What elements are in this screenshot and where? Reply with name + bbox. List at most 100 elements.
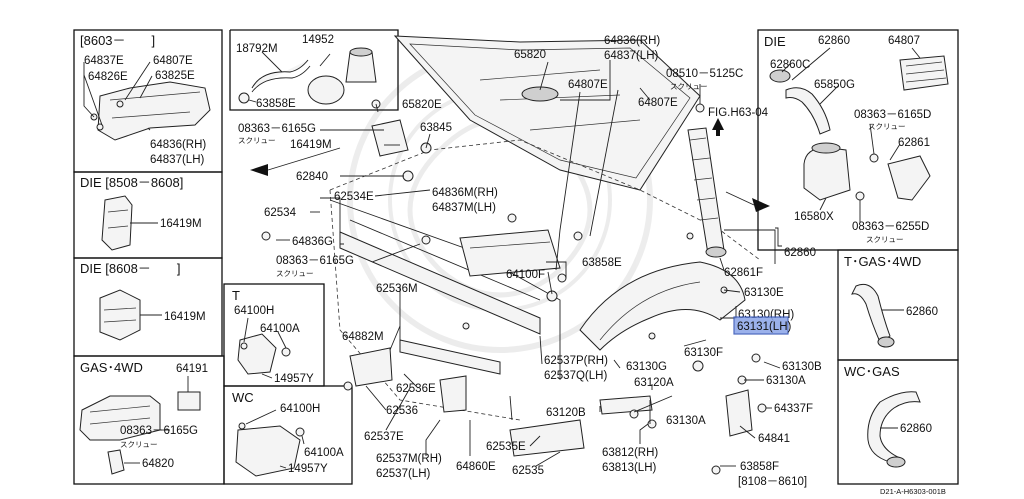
callout: 64337F xyxy=(774,403,813,415)
leader-lines xyxy=(276,60,782,467)
callout: 64807E xyxy=(153,55,193,67)
callout: 16419M xyxy=(290,139,332,151)
panel-die-right: DIE 62860 62860C 65850G 64807 08363－6165… xyxy=(757,29,959,251)
callout: 64837E xyxy=(84,55,124,67)
callout: 62860 xyxy=(818,35,850,47)
callout: 64100A xyxy=(260,323,300,335)
callout: 62860 xyxy=(906,306,938,318)
callout: 64807E xyxy=(568,79,608,91)
callout: 65820E xyxy=(402,99,442,111)
callout: 18792M xyxy=(236,43,278,55)
main-callouts: 65820E 08363－6165G スクリュー 16419M 63845 62… xyxy=(238,35,822,488)
callout: 62537(LH) xyxy=(376,468,431,480)
callout-highlighted[interactable]: 63131(LH) xyxy=(737,321,792,333)
callout: 64836(RH) xyxy=(150,139,206,151)
callout: 64807E xyxy=(638,97,678,109)
callout: 08363－6165G xyxy=(276,255,354,267)
callout: 64100H xyxy=(234,305,274,317)
callout: スクリュー xyxy=(276,269,314,278)
callout: スクリュー xyxy=(670,82,708,91)
callout: 64836(RH) xyxy=(604,35,660,47)
callout: スクリュー xyxy=(238,136,276,145)
callout: 63130A xyxy=(666,415,706,427)
callout: 64100F xyxy=(506,269,545,281)
callout: 14957Y xyxy=(288,463,328,475)
callout: 62537M(RH) xyxy=(376,453,442,465)
callout: 62861F xyxy=(724,267,763,279)
callout: 62840 xyxy=(296,171,328,183)
callout: 62861 xyxy=(898,137,930,149)
callout: 62537E xyxy=(364,431,404,443)
callout: 63130E xyxy=(744,287,784,299)
callout: 62860 xyxy=(900,423,932,435)
panel-title: WC･GAS xyxy=(844,364,900,379)
callout: 63812(RH) xyxy=(602,447,658,459)
callout: 64837(LH) xyxy=(150,154,205,166)
callout: 62534E xyxy=(334,191,374,203)
diagram-code: D21-A-H6303-001B xyxy=(880,487,946,496)
callout: 64820 xyxy=(142,458,174,470)
callout: 63130G xyxy=(626,361,667,373)
callout: 64191 xyxy=(176,363,208,375)
callout: 63120A xyxy=(634,377,674,389)
callout: 64826E xyxy=(88,71,128,83)
panel-gas-4wd-left: GAS･4WD 64191 08363－6165G スクリュー 64820 xyxy=(73,355,225,485)
callout: 63130A xyxy=(766,375,806,387)
callout: 64837(LH) xyxy=(604,50,659,62)
callout: 08363－6255D xyxy=(852,221,929,233)
callout: [8108－8610] xyxy=(738,476,807,488)
callout: 63845 xyxy=(420,122,452,134)
callout: FIG.H63-04 xyxy=(708,107,769,119)
callout: 64807 xyxy=(888,35,920,47)
panel-die-8508: DIE [8508－8608] 16419M xyxy=(73,171,223,259)
callout: 08510－5125C xyxy=(666,68,743,80)
panel-title: GAS･4WD xyxy=(80,360,143,375)
callout: 14957Y xyxy=(274,373,314,385)
inset-washer-bottle: 18792M 14952 63858E xyxy=(229,29,399,111)
callout: 63120B xyxy=(546,407,586,419)
callout: 62537P(RH) xyxy=(544,355,608,367)
callout: 64836G xyxy=(292,236,333,248)
callout: 62534 xyxy=(264,207,297,219)
callout: 62536 xyxy=(386,405,418,417)
panel-title: [8603－ ] xyxy=(80,33,155,48)
panel-title: DIE xyxy=(764,34,786,49)
callout: 64882M xyxy=(342,331,384,343)
panel-title: T･GAS･4WD xyxy=(844,254,921,269)
panel-t-small: T 64100H 64100A 14957Y xyxy=(223,283,325,387)
panel-die-8608: DIE [8608－ ] 16419M xyxy=(73,257,223,357)
highlight-box[interactable] xyxy=(733,316,789,335)
callout: 64837M(LH) xyxy=(432,202,496,214)
callout: 63813(LH) xyxy=(602,462,657,474)
callout: 62860 xyxy=(784,247,816,259)
callout: 63858E xyxy=(582,257,622,269)
callout: 62535E xyxy=(486,441,526,453)
callout: 63130F xyxy=(684,347,723,359)
panel-title: DIE [8608－ ] xyxy=(80,261,180,276)
callout: 16419M xyxy=(164,311,206,323)
callout: 63825E xyxy=(155,70,195,82)
callout: 62536E xyxy=(396,383,436,395)
callout: 64860E xyxy=(456,461,496,473)
callout: 64100A xyxy=(304,447,344,459)
callout: 63858E xyxy=(256,98,296,110)
callout: 63130B xyxy=(782,361,822,373)
callout: 14952 xyxy=(302,34,334,46)
callout: スクリュー xyxy=(120,440,158,449)
callout: 08363－6165G xyxy=(120,425,198,437)
callout: 62537Q(LH) xyxy=(544,370,607,382)
callout: 62535 xyxy=(512,465,544,477)
callout: 08363－6165G xyxy=(238,123,316,135)
panel-wc-small: WC 64100H 64100A 14957Y xyxy=(223,385,353,485)
callout: 64100H xyxy=(280,403,320,415)
panel-wc-gas: WC･GAS 62860 xyxy=(837,359,959,485)
callout: 16419M xyxy=(160,218,202,230)
main-assembly xyxy=(250,35,770,475)
callout: 65850G xyxy=(814,79,855,91)
panel-8603: [8603－ ] 64837E 64807E 64826E 63825E 648… xyxy=(73,29,223,173)
panel-title: WC xyxy=(232,390,254,405)
callout: 64836M(RH) xyxy=(432,187,498,199)
callout: 63858F xyxy=(740,461,779,473)
panel-t-gas-4wd: T･GAS･4WD 62860 xyxy=(837,249,959,361)
